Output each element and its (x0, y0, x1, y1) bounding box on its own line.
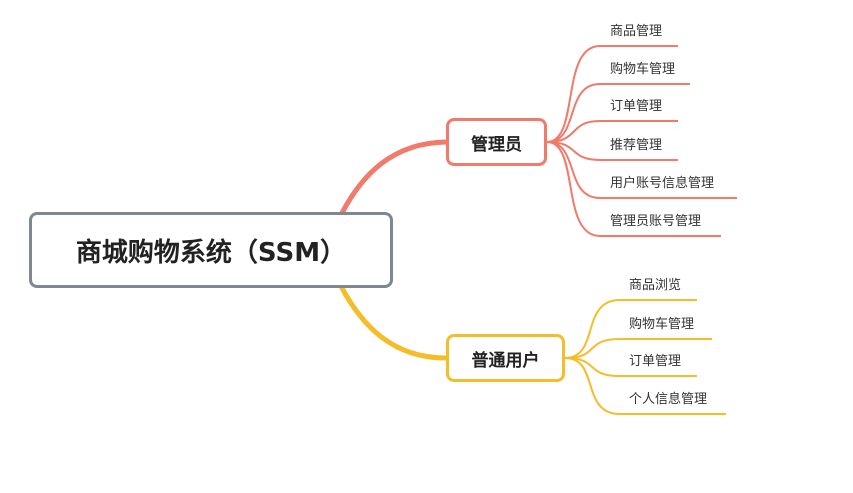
admin-leaf-line-5 (546, 141, 737, 199)
root-label: 商城购物系统（SSM） (75, 237, 347, 268)
leaf-admin-cart[interactable]: 购物车管理 (610, 62, 676, 77)
connector-root-user (339, 285, 449, 361)
user-leaf-line-4 (564, 357, 726, 415)
leaf-admin-recommend[interactable]: 推荐管理 (610, 138, 663, 153)
leaf-user-order[interactable]: 订单管理 (629, 354, 682, 369)
admin-leaf-line-1 (546, 45, 678, 143)
leaf-admin-user-account[interactable]: 用户账号信息管理 (610, 176, 715, 191)
branch-admin-label: 管理员 (471, 134, 522, 155)
leaf-user-cart[interactable]: 购物车管理 (629, 317, 695, 332)
leaf-admin-product[interactable]: 商品管理 (610, 24, 663, 39)
admin-leaf-line-2 (546, 83, 690, 143)
branch-user-label: 普通用户 (471, 350, 540, 371)
branch-node-admin[interactable]: 管理员 (446, 118, 547, 166)
admin-leaf-line-3 (546, 120, 678, 143)
user-leaf-connectors (564, 299, 726, 415)
admin-leaf-connectors (546, 45, 737, 237)
admin-leaf-line-4 (546, 141, 678, 161)
leaf-admin-admin-account[interactable]: 管理员账号管理 (610, 214, 702, 229)
user-leaf-line-2 (564, 338, 712, 359)
branch-node-user[interactable]: 普通用户 (446, 334, 565, 382)
user-leaf-line-1 (564, 299, 697, 359)
admin-leaf-line-6 (546, 141, 721, 237)
leaf-user-browse[interactable]: 商品浏览 (629, 278, 682, 293)
root-node[interactable]: 商城购物系统（SSM） (29, 212, 393, 288)
connector-root-admin (339, 139, 449, 216)
user-leaf-line-3 (564, 357, 697, 377)
leaf-user-profile[interactable]: 个人信息管理 (629, 392, 708, 407)
leaf-admin-order[interactable]: 订单管理 (610, 99, 663, 114)
